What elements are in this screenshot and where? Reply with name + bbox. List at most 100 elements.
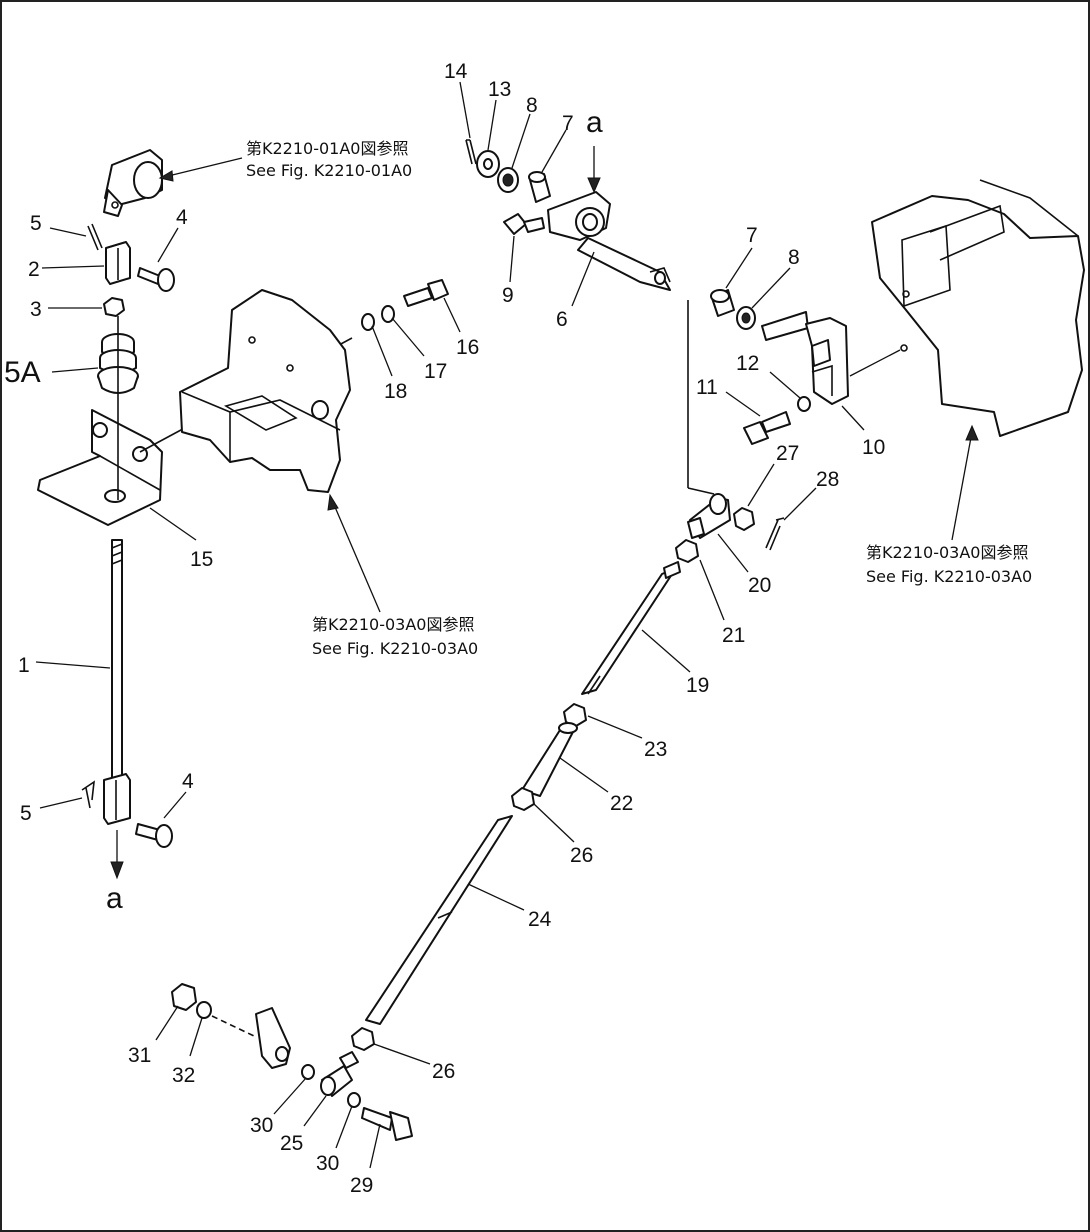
callout-20: 20 [748, 574, 771, 597]
nut-3 [103, 297, 125, 317]
washer-32 [196, 1001, 212, 1019]
pin-4-upper [137, 267, 175, 292]
leader-32 [189, 1017, 203, 1057]
nut-31 [171, 983, 197, 1011]
callout-8: 8 [526, 94, 538, 117]
yoke-2 [105, 241, 131, 285]
rod-1 [103, 539, 131, 825]
washer-17 [381, 305, 395, 323]
bolt-16 [403, 279, 449, 307]
callout-27: 27 [776, 442, 799, 465]
callout-26: 26 [432, 1060, 455, 1083]
leader-2 [41, 265, 105, 269]
leader-31 [155, 1005, 179, 1041]
leader-22 [559, 757, 609, 793]
sleeve-22 [521, 722, 578, 797]
washer-30-left [301, 1064, 315, 1080]
leader-20 [717, 533, 749, 573]
cotter-pin-28 [765, 517, 785, 551]
leader-14 [459, 81, 471, 139]
callout-14: 14 [444, 60, 468, 83]
leader-25 [303, 1095, 327, 1127]
leader-8 [511, 113, 531, 169]
bolt-29 [361, 1107, 413, 1141]
cotter-pin-5-lower [81, 780, 95, 809]
reference-01-jp: 第K2210-01A0図参照 [246, 139, 408, 158]
bolt-11 [743, 411, 791, 445]
arrowhead [110, 861, 124, 880]
side-panel-part [871, 179, 1085, 437]
reference-03-right-jp: 第K2210-03A0図参照 [866, 543, 1028, 562]
callout-21: 21 [722, 624, 745, 647]
callout-4: 4 [176, 206, 188, 229]
callout-13: 13 [488, 78, 511, 101]
leader-ref-01 [159, 157, 243, 179]
callout-7: 7 [562, 112, 574, 135]
leader-29 [369, 1123, 381, 1169]
callout-19: 19 [686, 674, 709, 697]
lever-6 [547, 191, 671, 291]
leader-26 [373, 1043, 431, 1065]
reference-03-right-en: See Fig. K2210-03A0 [866, 567, 1032, 586]
callout-18: 18 [384, 380, 407, 403]
callout-15: 15 [190, 548, 213, 571]
leader-18 [371, 325, 393, 377]
leader-24 [467, 883, 525, 911]
rod-end-25 [320, 1051, 359, 1097]
callout-24: 24 [528, 908, 552, 931]
reference-01-en: See Fig. K2210-01A0 [246, 161, 412, 180]
assembly-line [211, 1015, 255, 1037]
leader-7 [725, 247, 753, 289]
leader-4 [163, 791, 187, 819]
rod-end-20 [687, 493, 731, 539]
callout-6: 6 [556, 308, 568, 331]
washer-18 [361, 313, 375, 331]
leader-13 [487, 99, 497, 151]
leader-ref-03-right [951, 431, 973, 541]
assembly-line [849, 349, 901, 377]
washer-12 [797, 396, 811, 412]
arrowhead [965, 424, 979, 441]
callout-26: 26 [570, 844, 593, 867]
callout-28: 28 [816, 468, 839, 491]
view-marker-a-bottom: a [106, 882, 123, 915]
leader-27 [747, 463, 775, 507]
bushing-7-right [710, 289, 735, 317]
callout-5: 5 [30, 212, 42, 235]
bushing-8-upper [497, 167, 519, 193]
leader-19 [641, 629, 691, 673]
leader-8 [751, 267, 791, 309]
leader-1 [35, 661, 111, 669]
nut-23 [563, 703, 587, 727]
leader-26 [533, 803, 575, 843]
callout-12: 12 [736, 352, 759, 375]
leader-15 [149, 507, 197, 541]
bushing-7-upper [528, 171, 551, 203]
callout-2: 2 [28, 258, 40, 281]
view-marker-a-top: a [586, 106, 603, 139]
callout-4: 4 [182, 770, 194, 793]
callout-32: 32 [172, 1064, 195, 1087]
callout-23: 23 [644, 738, 667, 761]
reference-03-left-en: See Fig. K2210-03A0 [312, 639, 478, 658]
reference-03-left-jp: 第K2210-03A0図参照 [312, 615, 474, 634]
leader-10 [841, 405, 865, 431]
reference-clevis-part [103, 149, 163, 217]
callout-5A: 5A [4, 356, 41, 389]
assembly-line [687, 487, 715, 495]
arrowhead [158, 170, 174, 182]
callout-5: 5 [20, 802, 32, 825]
rod-24 [365, 815, 513, 1025]
leader-23 [587, 715, 643, 739]
arrowhead [327, 493, 339, 511]
leader-7 [541, 129, 567, 173]
leader-17 [391, 317, 425, 357]
callout-22: 22 [610, 792, 633, 815]
washer-30-right [347, 1092, 361, 1108]
arrowhead [587, 177, 601, 194]
leader-5 [49, 227, 87, 237]
leader-5 [39, 797, 83, 809]
cotter-pin-14 [465, 139, 477, 165]
leader-11 [725, 391, 761, 417]
